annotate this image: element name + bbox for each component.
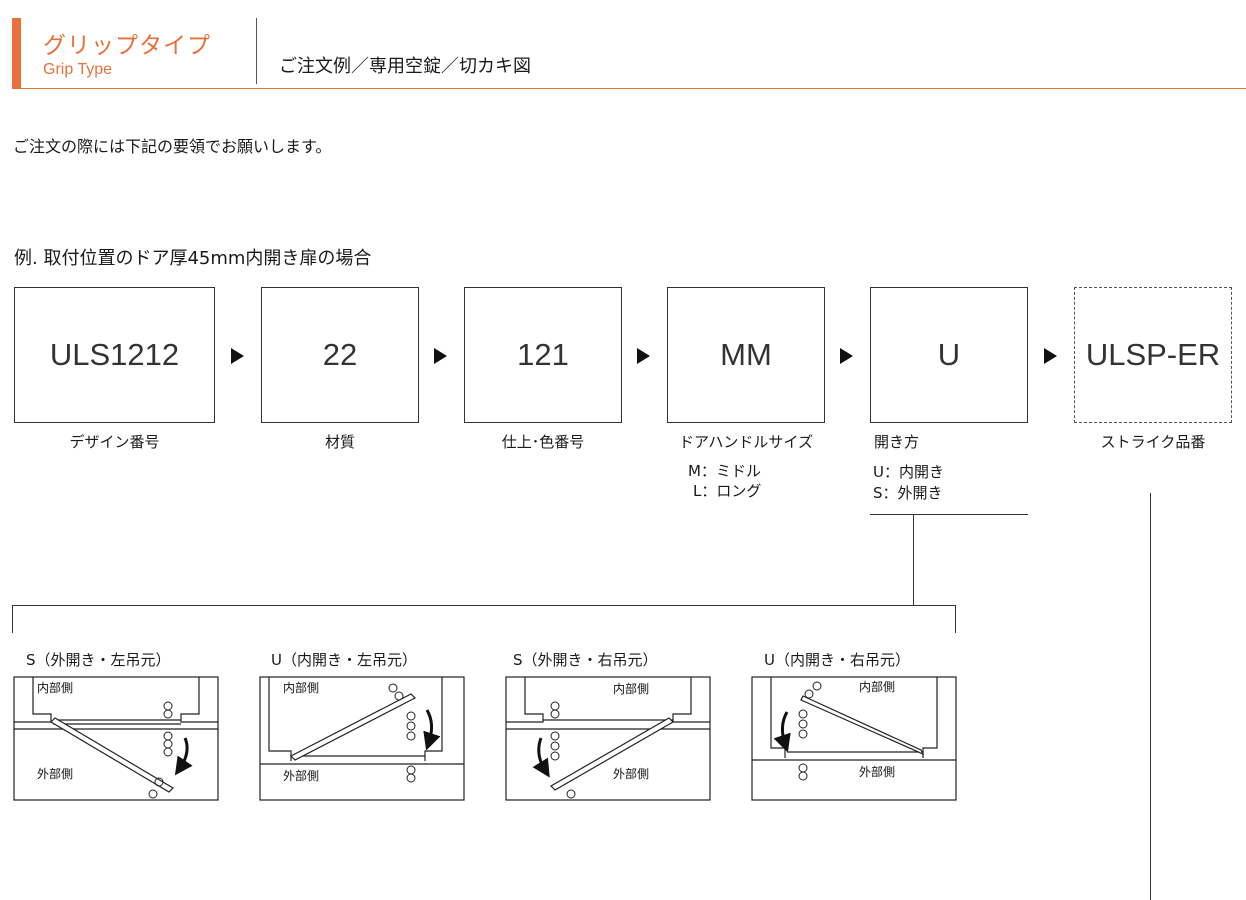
diagram-caption: U（内開き・右吊元）: [764, 651, 910, 669]
connector-line: [12, 605, 13, 633]
inside-label: 内部側: [37, 680, 73, 695]
arrow-icon: [1044, 348, 1057, 364]
label-design-number: デザイン番号: [69, 433, 160, 451]
header-accent-bar: [12, 18, 21, 89]
diagram-caption: S（外開き・左吊元）: [26, 651, 171, 669]
label-material: 材質: [324, 433, 355, 451]
connector-line: [870, 514, 1028, 515]
opening-note-outward: S：外開き: [873, 484, 943, 502]
door-diagram-inward-right: 内部側 外部側: [751, 676, 957, 801]
example-title: 例. 取付位置のドア厚45mm内開き扉の場合: [14, 248, 372, 269]
connector-line: [12, 605, 955, 606]
arrow-icon: [840, 348, 853, 364]
connector-line: [955, 605, 956, 633]
outside-label: 外部側: [37, 766, 73, 781]
size-note-middle: M：ミドル: [688, 462, 761, 480]
code-box-strike: ULSP-ER: [1074, 287, 1232, 423]
section-title-english: Grip Type: [43, 61, 113, 78]
outside-label: 外部側: [859, 764, 895, 779]
inside-label: 内部側: [613, 681, 649, 696]
opening-note-inward: U：内開き: [873, 463, 944, 481]
label-finish-color: 仕上･色番号: [501, 433, 585, 451]
door-diagram-outward-right: 内部側 外部側: [505, 676, 711, 801]
outside-label: 外部側: [613, 766, 649, 781]
header-divider: [256, 18, 257, 84]
label-opening: 開き方: [874, 433, 920, 451]
label-strike-number: ストライク品番: [1100, 433, 1206, 451]
size-note-long: L：ロング: [693, 482, 762, 500]
connector-line: [1150, 493, 1151, 900]
arrow-icon: [434, 348, 447, 364]
connector-line: [913, 514, 914, 605]
code-box-material: 22: [261, 287, 419, 423]
code-box-opening: U: [870, 287, 1028, 423]
code-box-design: ULS1212: [14, 287, 215, 423]
header-rule: [12, 88, 1246, 89]
door-diagram-outward-left: 内部側 外部側: [13, 676, 219, 801]
inside-label: 内部側: [859, 679, 895, 694]
diagram-caption: U（内開き・左吊元）: [271, 651, 417, 669]
intro-text: ご注文の際には下記の要領でお願いします。: [13, 137, 332, 156]
header-subtitle: ご注文例／専用空錠／切カキ図: [279, 56, 531, 77]
diagram-caption: S（外開き・右吊元）: [513, 651, 658, 669]
outside-label: 外部側: [283, 768, 319, 783]
arrow-icon: [231, 348, 244, 364]
door-diagram-inward-left: 内部側 外部側: [259, 676, 465, 801]
code-box-finish: 121: [464, 287, 622, 423]
arrow-icon: [637, 348, 650, 364]
code-box-handle-size: MM: [667, 287, 825, 423]
section-title: グリップタイプ: [43, 33, 211, 59]
inside-label: 内部側: [283, 680, 319, 695]
label-handle-size: ドアハンドルサイズ: [679, 433, 813, 451]
